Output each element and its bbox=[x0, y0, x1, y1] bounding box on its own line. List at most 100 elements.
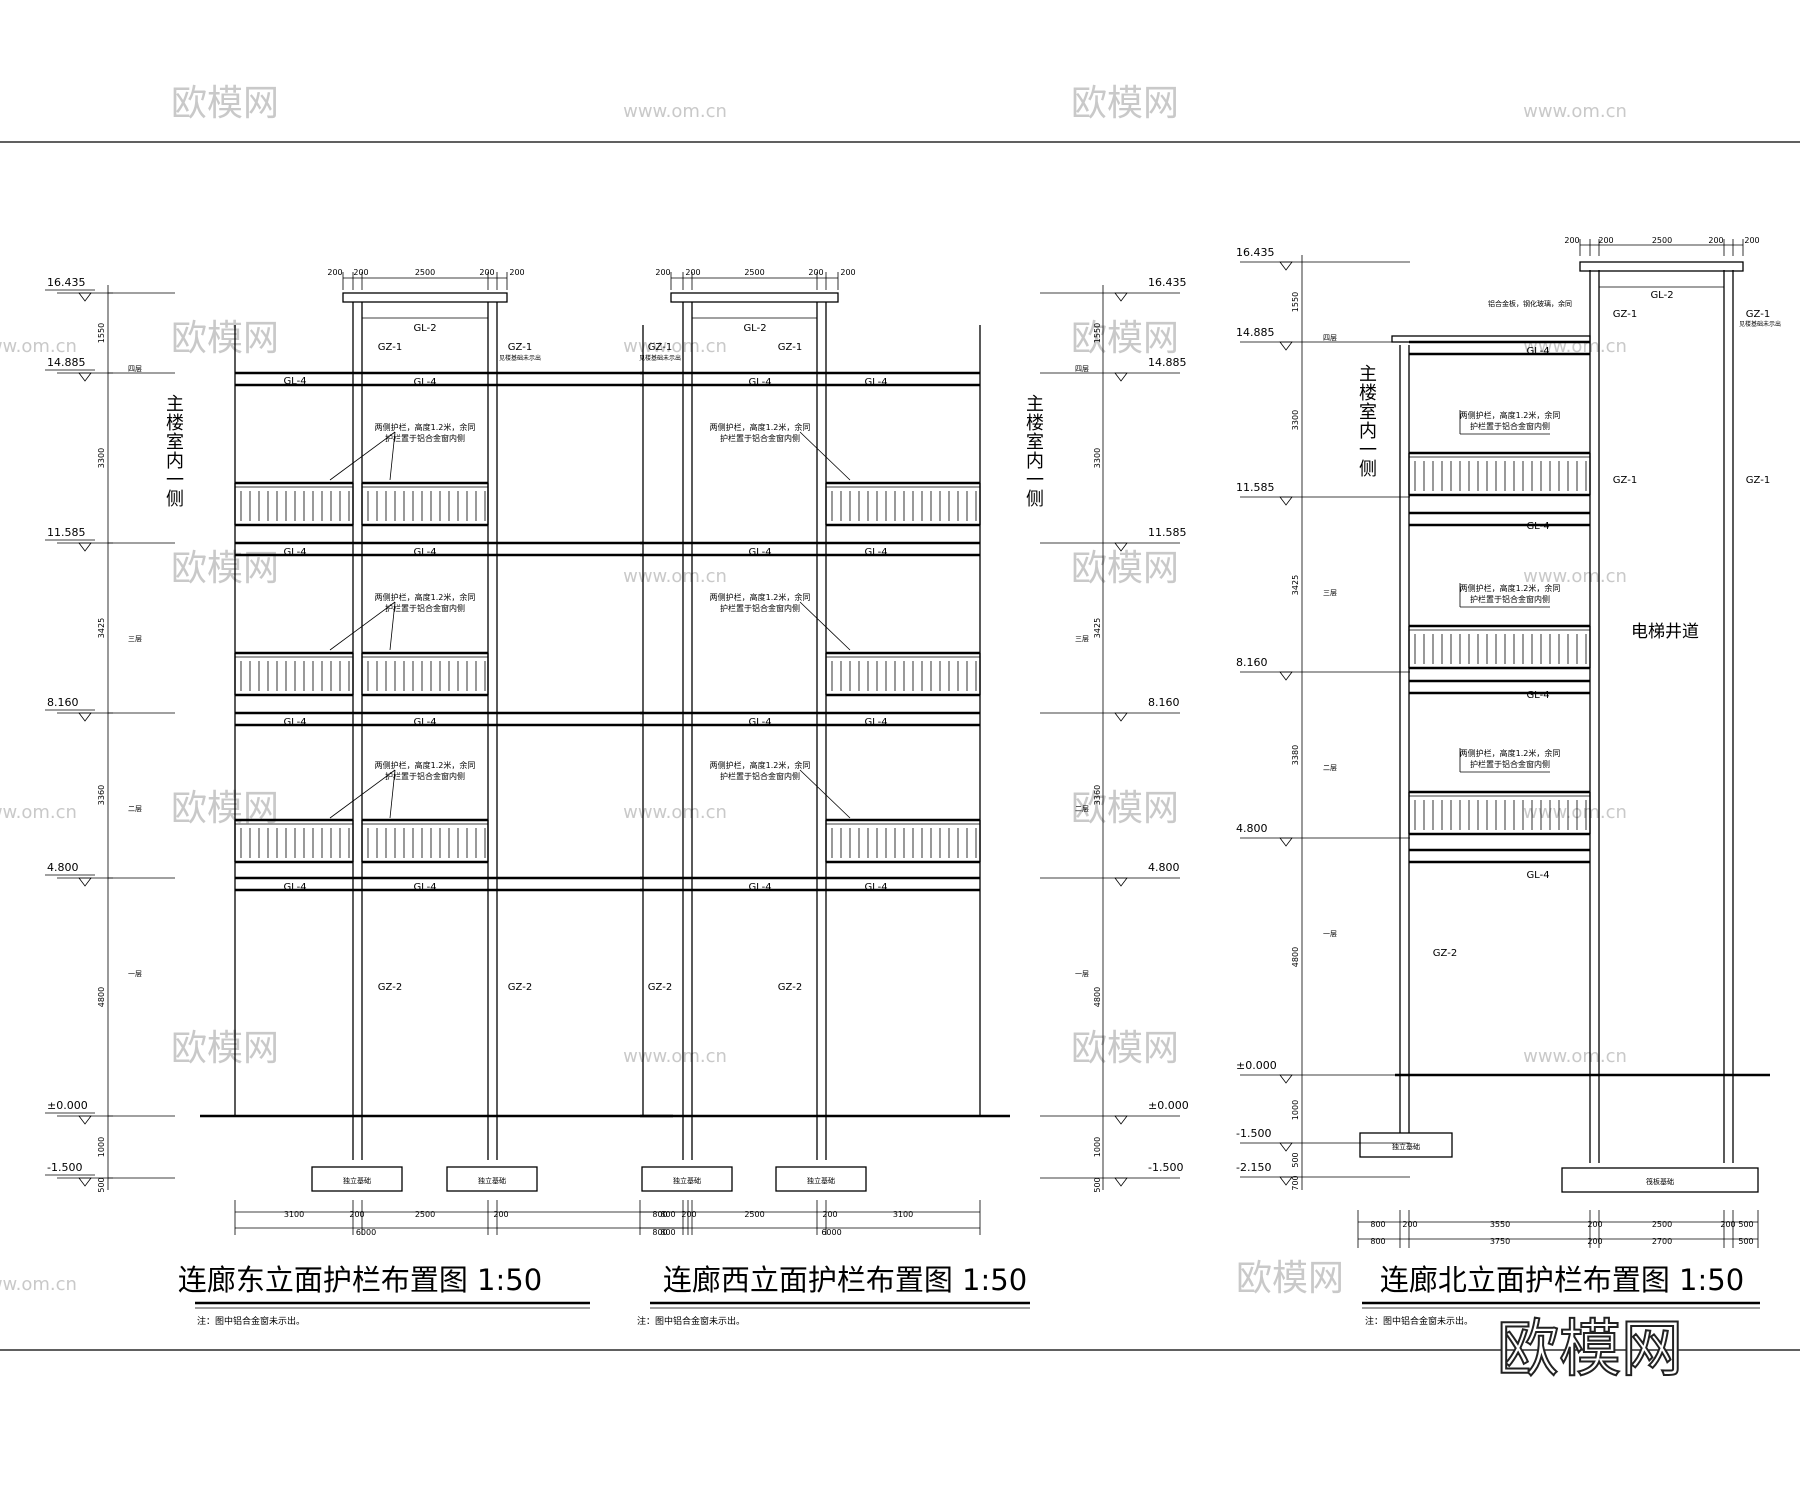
floor-slab bbox=[235, 876, 643, 892]
dim-text: 200 bbox=[685, 268, 700, 277]
railing-right bbox=[361, 481, 489, 527]
shaft-label: 电梯井道 bbox=[1631, 622, 1699, 642]
char: 一 bbox=[1359, 440, 1377, 461]
level-value: 14.885 bbox=[1148, 356, 1187, 369]
level-value: -1.500 bbox=[47, 1161, 82, 1174]
beam-label: GL-4 bbox=[864, 717, 887, 728]
drawing-note: 注：图中铝合金窗未示出。 bbox=[197, 1315, 305, 1327]
story-dim: 1550 bbox=[97, 323, 106, 343]
watermark-logo: 欧模网 bbox=[171, 83, 279, 124]
dim-text: 200 bbox=[681, 1210, 696, 1219]
beam-label: GL-4 bbox=[748, 717, 771, 728]
char: 内 bbox=[1026, 451, 1044, 472]
dim-text: 200 bbox=[509, 268, 524, 277]
dim-text: 200 bbox=[808, 268, 823, 277]
story-dim: 4800 bbox=[1291, 947, 1300, 967]
floor-label: 一层 bbox=[128, 970, 142, 978]
beam-label: GL-2 bbox=[1650, 290, 1673, 301]
footing bbox=[641, 1166, 733, 1192]
column-label: GZ-2 bbox=[778, 982, 802, 993]
beam-label: GL-4 bbox=[1526, 521, 1549, 532]
story-dim: 500 bbox=[97, 1177, 106, 1192]
level-marker: -1.500 bbox=[45, 1161, 113, 1187]
rail-leader bbox=[329, 601, 396, 651]
level-triangle bbox=[1114, 1177, 1128, 1187]
beam-label: GL-4 bbox=[1526, 346, 1549, 357]
dim-text: 3750 bbox=[1490, 1237, 1510, 1246]
footing bbox=[775, 1166, 867, 1192]
rail-note: 两侧护栏，高度1.2米，余同 bbox=[375, 592, 476, 602]
column-label: GZ-1 bbox=[508, 342, 532, 353]
footing bbox=[1359, 1132, 1453, 1158]
level-value: 14.885 bbox=[47, 356, 86, 369]
rail-leader bbox=[329, 431, 396, 481]
dim-text: 800 bbox=[652, 1228, 667, 1237]
level-value: ±0.000 bbox=[1148, 1099, 1189, 1112]
level-marker: 8.160 bbox=[45, 696, 113, 722]
watermark-url: www.om.cn bbox=[0, 1274, 77, 1295]
char: 内 bbox=[1359, 421, 1377, 442]
floor-slab bbox=[235, 371, 643, 387]
char: 主 bbox=[1359, 364, 1377, 385]
watermark-url: www.om.cn bbox=[0, 802, 77, 823]
dim-text: 800 bbox=[660, 1210, 675, 1219]
column-label: GZ-2 bbox=[1433, 948, 1457, 959]
floor-slab bbox=[235, 541, 643, 557]
dim-text: 200 bbox=[1587, 1237, 1602, 1246]
level-triangle bbox=[78, 1115, 92, 1125]
char: 主 bbox=[166, 394, 184, 415]
level-value: 14.885 bbox=[1236, 326, 1275, 339]
story-dim: 3425 bbox=[1291, 575, 1300, 595]
north-elevation: 16.43514.88511.5858.1604.800±0.000-1.500… bbox=[1236, 236, 1781, 1327]
rail-note: 护栏置于铝合金窗内侧 bbox=[720, 771, 800, 781]
level-triangle bbox=[78, 1177, 92, 1187]
dim-text: 200 bbox=[822, 1210, 837, 1219]
beam-label: GL-4 bbox=[283, 882, 306, 893]
rail-note: 护栏置于铝合金窗内侧 bbox=[385, 603, 465, 613]
beam-label: GL-4 bbox=[413, 882, 436, 893]
beam-label: GL-4 bbox=[283, 717, 306, 728]
rail-note: 护栏置于铝合金窗内侧 bbox=[1470, 759, 1550, 769]
dim-text: 3100 bbox=[893, 1210, 913, 1219]
floor-slab bbox=[1409, 679, 1590, 695]
dim-text: 200 bbox=[1564, 236, 1579, 245]
dim-text: 200 bbox=[327, 268, 342, 277]
level-value: -2.150 bbox=[1236, 1161, 1271, 1174]
floor-slab bbox=[1409, 511, 1590, 527]
level-triangle bbox=[78, 292, 92, 302]
char: 侧 bbox=[1359, 459, 1377, 480]
story-dim: 1000 bbox=[97, 1137, 106, 1157]
level-value: 16.435 bbox=[1236, 246, 1275, 259]
level-marker: 16.435 bbox=[45, 276, 113, 302]
char: 室 bbox=[1026, 432, 1044, 453]
level-triangle bbox=[78, 372, 92, 382]
roof-beam bbox=[342, 292, 508, 303]
footing-label: 独立基础 bbox=[343, 1176, 371, 1185]
raft-footing bbox=[1561, 1167, 1759, 1193]
rail-note: 护栏置于铝合金窗内侧 bbox=[385, 433, 465, 443]
dim-text: 2500 bbox=[744, 1210, 764, 1219]
railing-right bbox=[825, 651, 981, 697]
rail-note: 两侧护栏，高度1.2米，余同 bbox=[375, 422, 476, 432]
dim-text: 200 bbox=[1744, 236, 1759, 245]
level-triangle bbox=[78, 877, 92, 887]
dim-text: 800 bbox=[660, 1228, 675, 1237]
level-value: 8.160 bbox=[47, 696, 79, 709]
rail-note: 两侧护栏，高度1.2米，余同 bbox=[1460, 410, 1561, 420]
column-label: GZ-1 bbox=[378, 342, 402, 353]
watermark-layer: 欧模网欧模网欧模网欧模网欧模网欧模网欧模网欧模网欧模网欧模网欧模网www.om.… bbox=[0, 83, 1627, 1299]
level-value: 11.585 bbox=[1236, 481, 1275, 494]
rail-note: 护栏置于铝合金窗内侧 bbox=[1470, 421, 1550, 431]
level-value: ±0.000 bbox=[47, 1099, 88, 1112]
watermark-logo: 欧模网 bbox=[1071, 788, 1179, 829]
rail-leader bbox=[799, 601, 851, 651]
footing bbox=[446, 1166, 538, 1192]
rail-note: 护栏置于铝合金窗内侧 bbox=[385, 771, 465, 781]
dim-text: 2500 bbox=[1652, 1220, 1672, 1229]
watermark-url: www.om.cn bbox=[623, 566, 727, 587]
level-marker: ±0.000 bbox=[45, 1099, 113, 1125]
dim-text: 800 bbox=[1370, 1237, 1385, 1246]
watermark-logo: 欧模网 bbox=[1236, 1258, 1344, 1299]
watermark-logo: 欧模网 bbox=[1071, 318, 1179, 359]
